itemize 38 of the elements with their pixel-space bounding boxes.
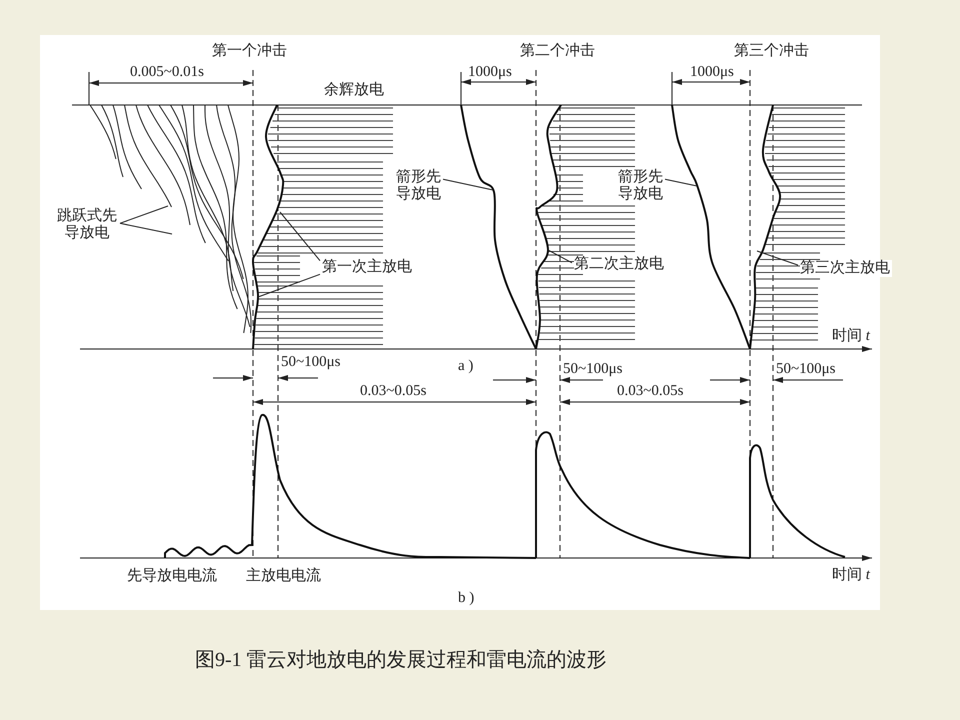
annotation-label: 余辉放电 [324,82,384,99]
panel-label: a ) [458,358,474,375]
annotation-label: 跳跃式先导放电 [56,208,118,242]
axis-label: 时间 t [832,328,870,345]
return-stroke-curve [749,104,782,350]
waveform-label: 先导放电电流 [127,568,217,585]
dimension-label: 0.03~0.05s [617,383,684,400]
caption: 图9-1 雷云对地放电的发展过程和雷电流的波形 [195,648,607,672]
leader-line [756,250,798,266]
dimension-label: 1000μs [468,64,512,81]
waveform-label: 主放电电流 [246,568,321,585]
leader-line [664,178,698,186]
panel-label: b ) [458,590,474,607]
dart-leader-curve [671,104,751,350]
leader-line [548,250,572,264]
strike-label: 第二个冲击 [520,43,595,60]
dimension-label: 0.03~0.05s [360,383,426,400]
annotation-label: 第三次主放电 [800,260,892,277]
leader-line [120,222,172,234]
leader-line [442,178,494,190]
annotation-label: 第二次主放电 [574,256,666,273]
annotation-label: 箭形先导放电 [618,169,664,203]
strike-label: 第三个冲击 [734,43,809,60]
annotation-label: 箭形先导放电 [396,169,442,203]
leader-line [120,206,168,224]
return-stroke-curve [252,104,284,350]
dimension-label: 50~100μs [776,361,836,378]
leader-line [280,212,320,262]
annotation-label: 第一次主放电 [322,259,414,276]
dimension-label: 50~100μs [563,361,622,378]
dimension-label: 0.005~0.01s [130,64,204,81]
strike-label: 第一个冲击 [212,43,287,60]
dimension-label: 1000μs [690,64,734,81]
return-stroke-curve [535,104,562,350]
leader-line [258,274,320,298]
axis-label: 时间 t [832,567,870,584]
dart-leader-curve [460,104,537,350]
dimension-label: 50~100μs [281,354,340,371]
